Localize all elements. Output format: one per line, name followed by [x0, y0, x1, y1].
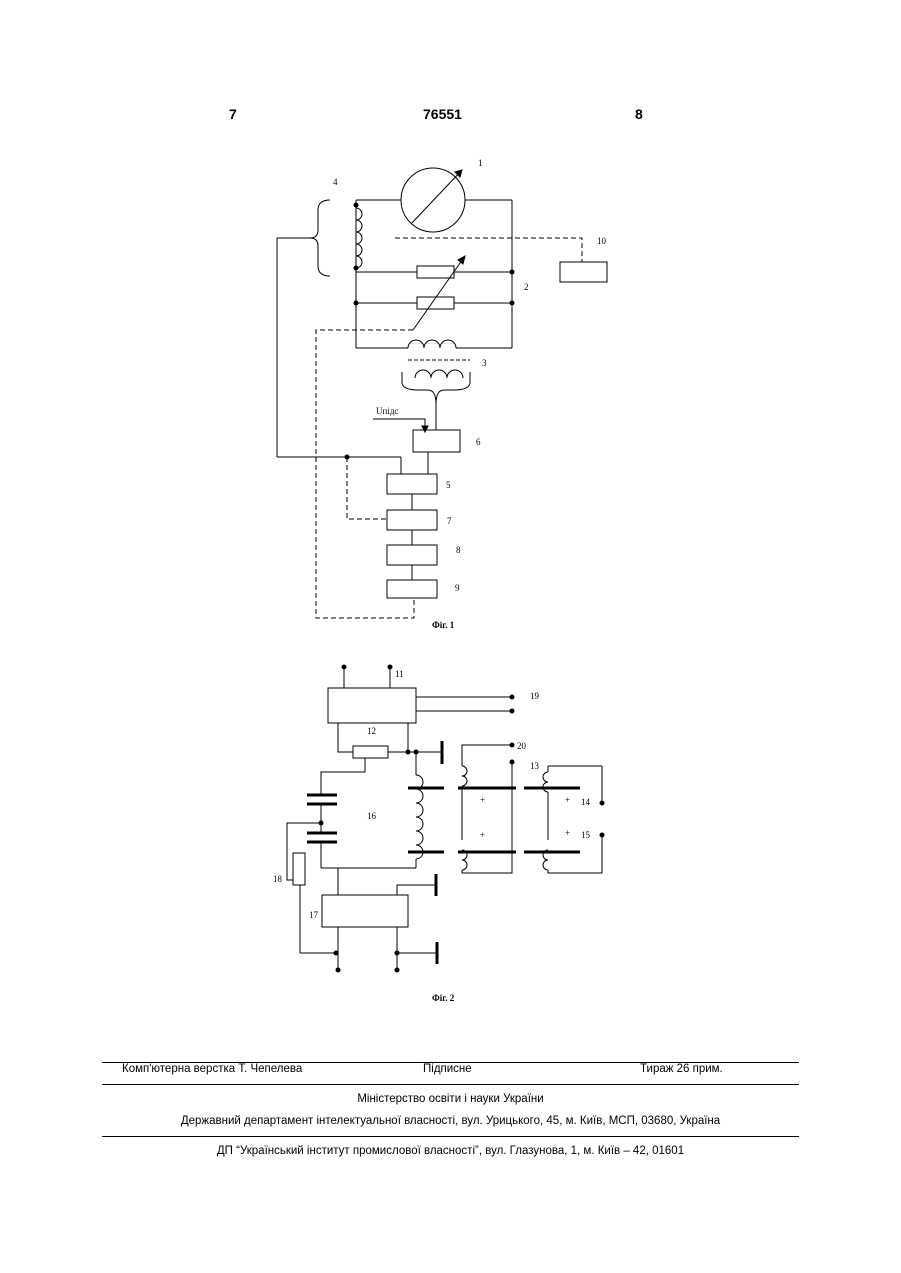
label-10: 10	[597, 236, 607, 246]
figure-2-caption: Фіг. 2	[432, 993, 455, 1003]
plus-mark: +	[480, 795, 485, 805]
transformer-3-primary	[408, 340, 456, 348]
label-1: 1	[478, 158, 483, 168]
plus-mark: +	[565, 828, 570, 838]
plus-mark: +	[480, 830, 485, 840]
label-15: 15	[581, 830, 591, 840]
signed-note: Підписне	[423, 1063, 472, 1075]
label-12: 12	[367, 726, 376, 736]
label-16: 16	[367, 811, 377, 821]
label-9: 9	[455, 583, 460, 593]
circulation-note: Тираж 26 прим.	[640, 1063, 723, 1075]
label-5: 5	[446, 480, 451, 490]
label-6: 6	[476, 437, 481, 447]
block-9	[387, 580, 437, 598]
block-6	[413, 430, 460, 452]
label-19: 19	[530, 691, 540, 701]
footer-rule-bottom	[102, 1136, 799, 1137]
label-7: 7	[447, 516, 452, 526]
transformer-3-secondary	[415, 370, 463, 378]
resistor-2a	[417, 266, 454, 278]
label-17: 17	[309, 910, 319, 920]
plus-mark: +	[565, 795, 570, 805]
label-13: 13	[530, 761, 540, 771]
block-5	[387, 474, 437, 494]
label-4: 4	[333, 177, 338, 187]
label-11: 11	[395, 669, 404, 679]
label-3: 3	[482, 358, 487, 368]
label-20: 20	[517, 741, 527, 751]
label-18: 18	[273, 874, 283, 884]
figure-1	[277, 168, 607, 618]
block-10	[560, 262, 607, 282]
figure-1-labels: 1 2 3 4 5 6 7 8 9 10 Uпідс Фіг. 1	[333, 158, 607, 630]
resistor-12	[353, 746, 388, 758]
label-2: 2	[524, 282, 529, 292]
ministry-line: Міністерство освіти і науки України	[0, 1093, 901, 1105]
institute-line: ДП “Український інститут промислової вла…	[0, 1145, 901, 1157]
coil-4	[356, 208, 362, 268]
block-8	[387, 545, 437, 565]
department-line: Державний департамент інтелектуальної вл…	[0, 1115, 901, 1127]
figure-2	[287, 667, 602, 970]
figure-1-caption: Фіг. 1	[432, 620, 455, 630]
block-11	[328, 688, 416, 723]
block-17	[322, 895, 408, 927]
voltage-label: Uпідс	[376, 406, 398, 416]
label-14: 14	[581, 797, 591, 807]
resistor-18	[293, 853, 305, 885]
typesetting-credit: Комп'ютерна верстка Т. Чепелева	[122, 1063, 302, 1075]
label-8: 8	[456, 545, 461, 555]
block-7	[387, 510, 437, 530]
footer-rule-middle	[102, 1084, 799, 1085]
